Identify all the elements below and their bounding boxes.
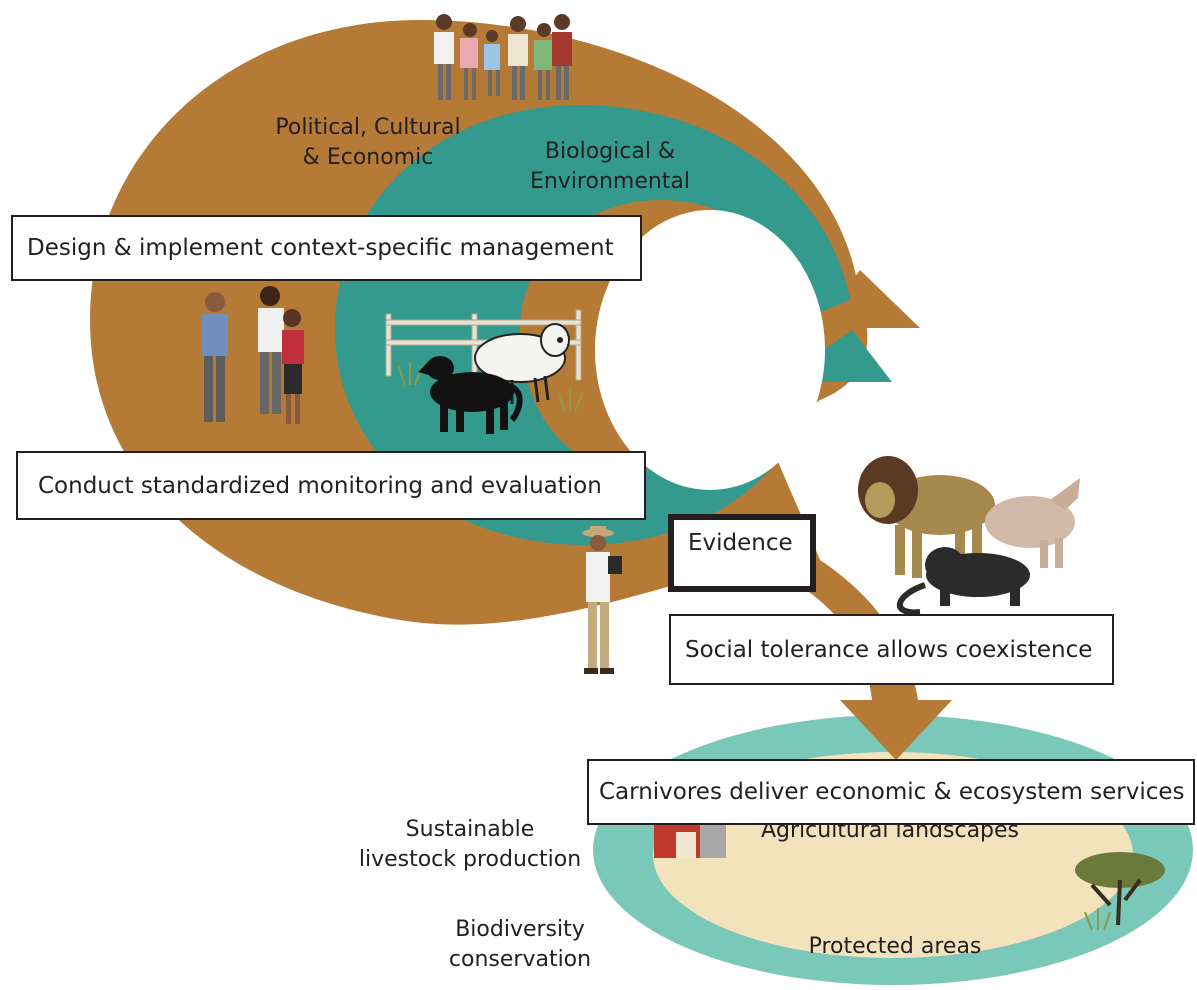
biodiversity-conservation-label: Biodiversity conservation <box>448 917 592 972</box>
social-tolerance-box: Social tolerance allows coexistence <box>669 614 1114 685</box>
acacia-tree-icon <box>1075 852 1165 931</box>
guard-dog-icon <box>418 356 523 434</box>
political-cultural-economic-label: Political, Cultural & Economic <box>275 115 461 170</box>
sheep-icon <box>474 323 570 404</box>
wolf-icon <box>985 478 1080 568</box>
monitoring-evaluation-box: Conduct standardized monitoring and eval… <box>16 451 646 520</box>
biological-environmental-label: Biological & Environmental <box>529 139 691 194</box>
sustainable-livestock-label: Sustainable livestock production <box>358 817 582 872</box>
handshake-people-icon <box>202 286 304 424</box>
researcher-icon <box>582 526 622 674</box>
lion-icon <box>858 456 995 578</box>
evidence-box: Evidence <box>668 514 816 592</box>
panther-icon <box>897 547 1030 616</box>
people-group-icon <box>434 14 572 100</box>
carnivores-services-box: Carnivores deliver economic & ecosystem … <box>587 759 1195 825</box>
protected-areas-label: Protected areas <box>808 934 982 959</box>
design-management-box: Design & implement context-specific mana… <box>11 215 642 281</box>
